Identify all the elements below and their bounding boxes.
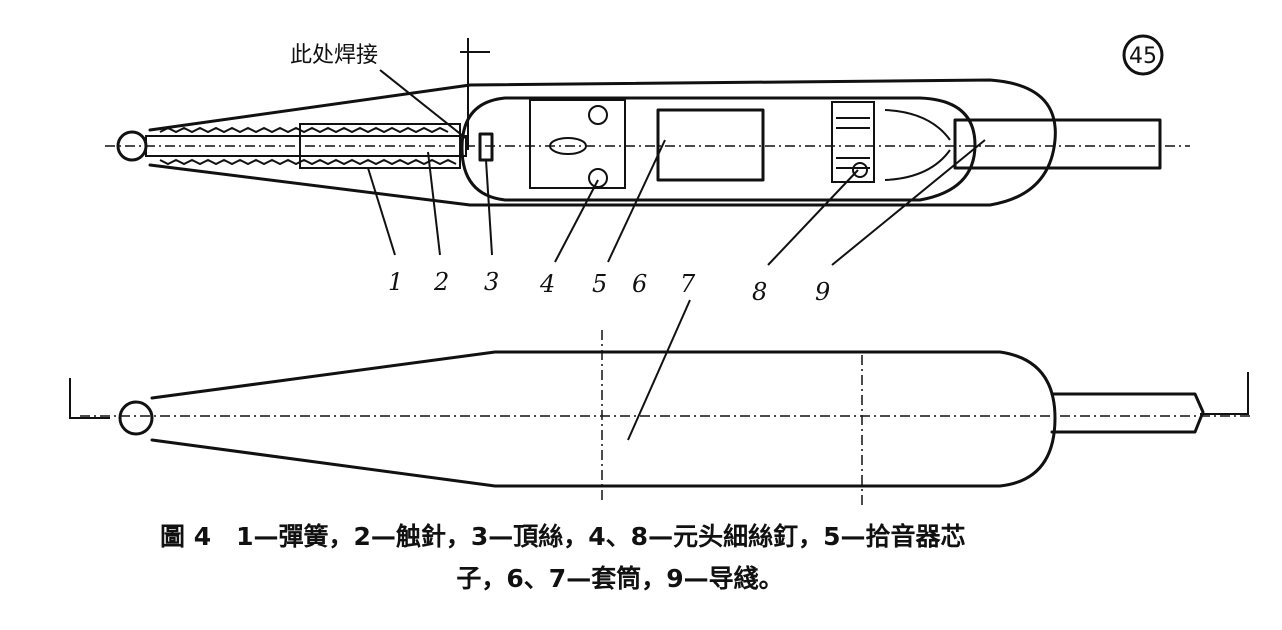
part-number-2: 2	[433, 268, 449, 296]
cable-stub	[1050, 392, 1205, 434]
cartridge-core	[656, 108, 765, 182]
stylus-needle	[145, 135, 467, 157]
part-number-5: 5	[592, 270, 607, 298]
mount-plate	[529, 99, 626, 189]
right-bracket	[1200, 372, 1249, 415]
spring-sleeve	[299, 123, 461, 169]
part-number-9: 9	[815, 278, 830, 306]
figure-caption: 圖 4 1—彈簧，2—触針，3—頂絲，4、8—元头細絲釘，5—拾音器芯 子，6、…	[160, 516, 1200, 600]
solder-note: 此处焊接	[290, 43, 378, 68]
sleeve-body	[150, 350, 1057, 488]
cable	[953, 118, 1162, 170]
tip-ball	[118, 400, 154, 436]
part-number-6: 6	[632, 270, 647, 298]
part-number-4: 4	[539, 270, 555, 298]
note-leader	[379, 69, 469, 141]
round-head-screw	[588, 105, 608, 125]
round-head-screw	[588, 168, 608, 188]
caption-line-1: 圖 4 1—彈簧，2—触針，3—頂絲，4、8—元头細絲釘，5—拾音器芯	[160, 522, 966, 551]
part-number-7: 7	[680, 270, 696, 298]
spring	[159, 126, 457, 166]
left-bracket	[69, 378, 110, 419]
sectional-view: 此处焊接 1 2 3 4 5 6 7 8 9	[105, 38, 1190, 306]
inner-capsule	[460, 96, 977, 202]
part-number-3: 3	[484, 268, 499, 296]
top-screw	[478, 132, 494, 162]
round-head-screw	[852, 162, 868, 178]
exterior-view	[69, 299, 1250, 505]
pivot-slot	[549, 137, 587, 155]
caption-line-2: 子，6、7—套筒，9—导綫。	[456, 564, 784, 593]
terminal-block	[831, 101, 875, 183]
lead-wires	[884, 109, 951, 181]
outer-housing	[148, 78, 1057, 207]
part-number-8: 8	[752, 278, 767, 306]
corner-mark: 45	[1122, 34, 1164, 76]
corner-mark-text: 45	[1129, 44, 1157, 69]
part-number-1: 1	[388, 268, 403, 296]
